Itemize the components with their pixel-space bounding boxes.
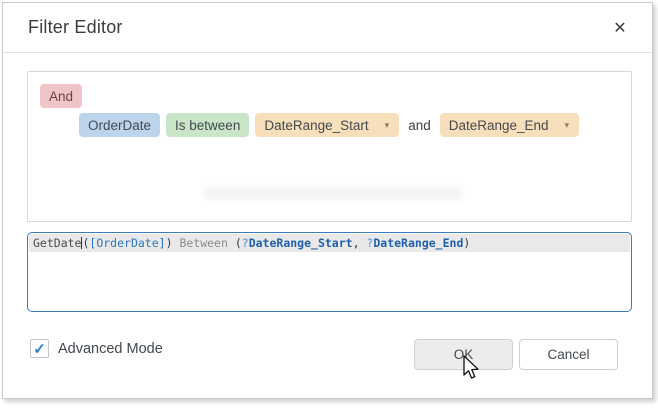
dropdown-arrow-icon: ▾: [564, 119, 570, 130]
filter-builder-area: And OrderDate Is between DateRange_Start…: [27, 71, 632, 222]
dropdown-arrow-icon: ▾: [384, 119, 390, 130]
expression-editor[interactable]: GetDate([OrderDate]) Between (?DateRange…: [27, 232, 632, 312]
ok-button[interactable]: OK: [414, 339, 513, 370]
value-start-chip[interactable]: DateRange_Start ▾: [255, 113, 400, 137]
expression-text: GetDate([OrderDate]) Between (?DateRange…: [33, 236, 471, 250]
value-start-label: DateRange_Start: [264, 117, 369, 133]
value-end-chip[interactable]: DateRange_End ▾: [439, 113, 580, 137]
group-operator-chip[interactable]: And: [40, 84, 83, 108]
between-join-text: and: [408, 117, 431, 133]
value-end-label: DateRange_End: [448, 117, 549, 133]
checkbox-check-icon: ✓: [33, 340, 46, 358]
close-icon[interactable]: ✕: [608, 16, 632, 40]
checkbox-box[interactable]: ✓: [30, 339, 49, 358]
filter-editor-dialog: Filter Editor ✕ And OrderDate Is between…: [2, 2, 653, 399]
advanced-mode-label: Advanced Mode: [58, 340, 163, 357]
advanced-mode-checkbox[interactable]: ✓ Advanced Mode: [30, 339, 163, 358]
operator-chip[interactable]: Is between: [166, 113, 250, 137]
cancel-button[interactable]: Cancel: [519, 339, 618, 370]
dialog-header: Filter Editor ✕: [3, 3, 652, 53]
current-line-highlight: [29, 234, 630, 252]
field-chip[interactable]: OrderDate: [79, 113, 161, 137]
dialog-title: Filter Editor: [28, 17, 123, 37]
faint-watermark: [204, 187, 462, 200]
